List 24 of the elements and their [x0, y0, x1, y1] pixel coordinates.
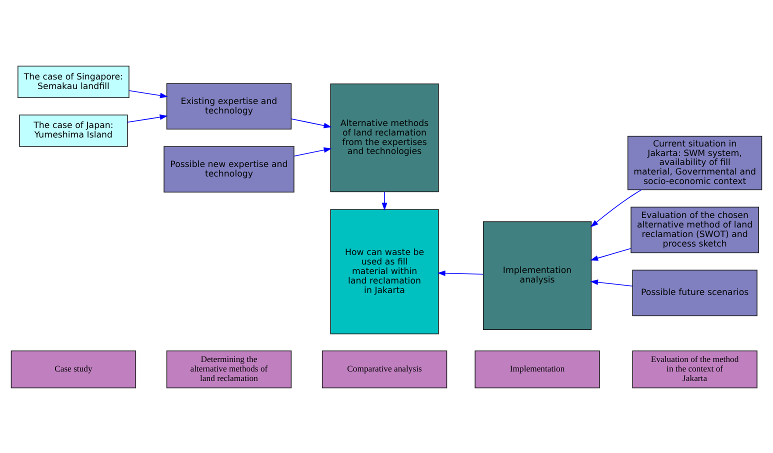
node-box: Current situation in Jakarta: SWM system, availability of fill material, Governmental and socio-economic context	[627, 135, 762, 190]
node-box: Evaluation of the method in the context of Jakarta	[632, 350, 758, 388]
node-box: Alternative methods of land reclamation from the expertises and technologies	[330, 82, 439, 192]
node-box: Evaluation of the chosen alternative method of land reclamation (SWOT) and process sketch	[630, 206, 759, 253]
arrow	[590, 188, 642, 227]
node-box: Existing expertise and technology	[166, 82, 292, 130]
arrow	[590, 279, 633, 286]
arrow	[290, 118, 332, 128]
arrow	[294, 146, 332, 156]
node-box: Implementation	[474, 350, 600, 388]
node-box: The case of Japan: Yumeshima Island	[19, 114, 128, 146]
node-box: Case study	[10, 350, 136, 388]
arrow	[382, 190, 388, 210]
arrow	[437, 270, 484, 276]
node-box: Determining the alternative methods of land reclamation	[166, 350, 292, 388]
node-box: Possible future scenarios	[632, 269, 758, 316]
node-box: Implementation analysis	[482, 220, 592, 330]
node-box: The case of Singapore: Semakau landfill	[18, 65, 130, 98]
arrow	[590, 248, 632, 260]
arrow	[128, 90, 168, 98]
node-box: Comparative analysis	[322, 350, 448, 388]
arrow	[127, 114, 168, 122]
node-box: How can waste be used as fill material within land reclamation in Jakarta	[330, 208, 439, 334]
node-box: Possible new expertise and technology	[164, 146, 294, 192]
